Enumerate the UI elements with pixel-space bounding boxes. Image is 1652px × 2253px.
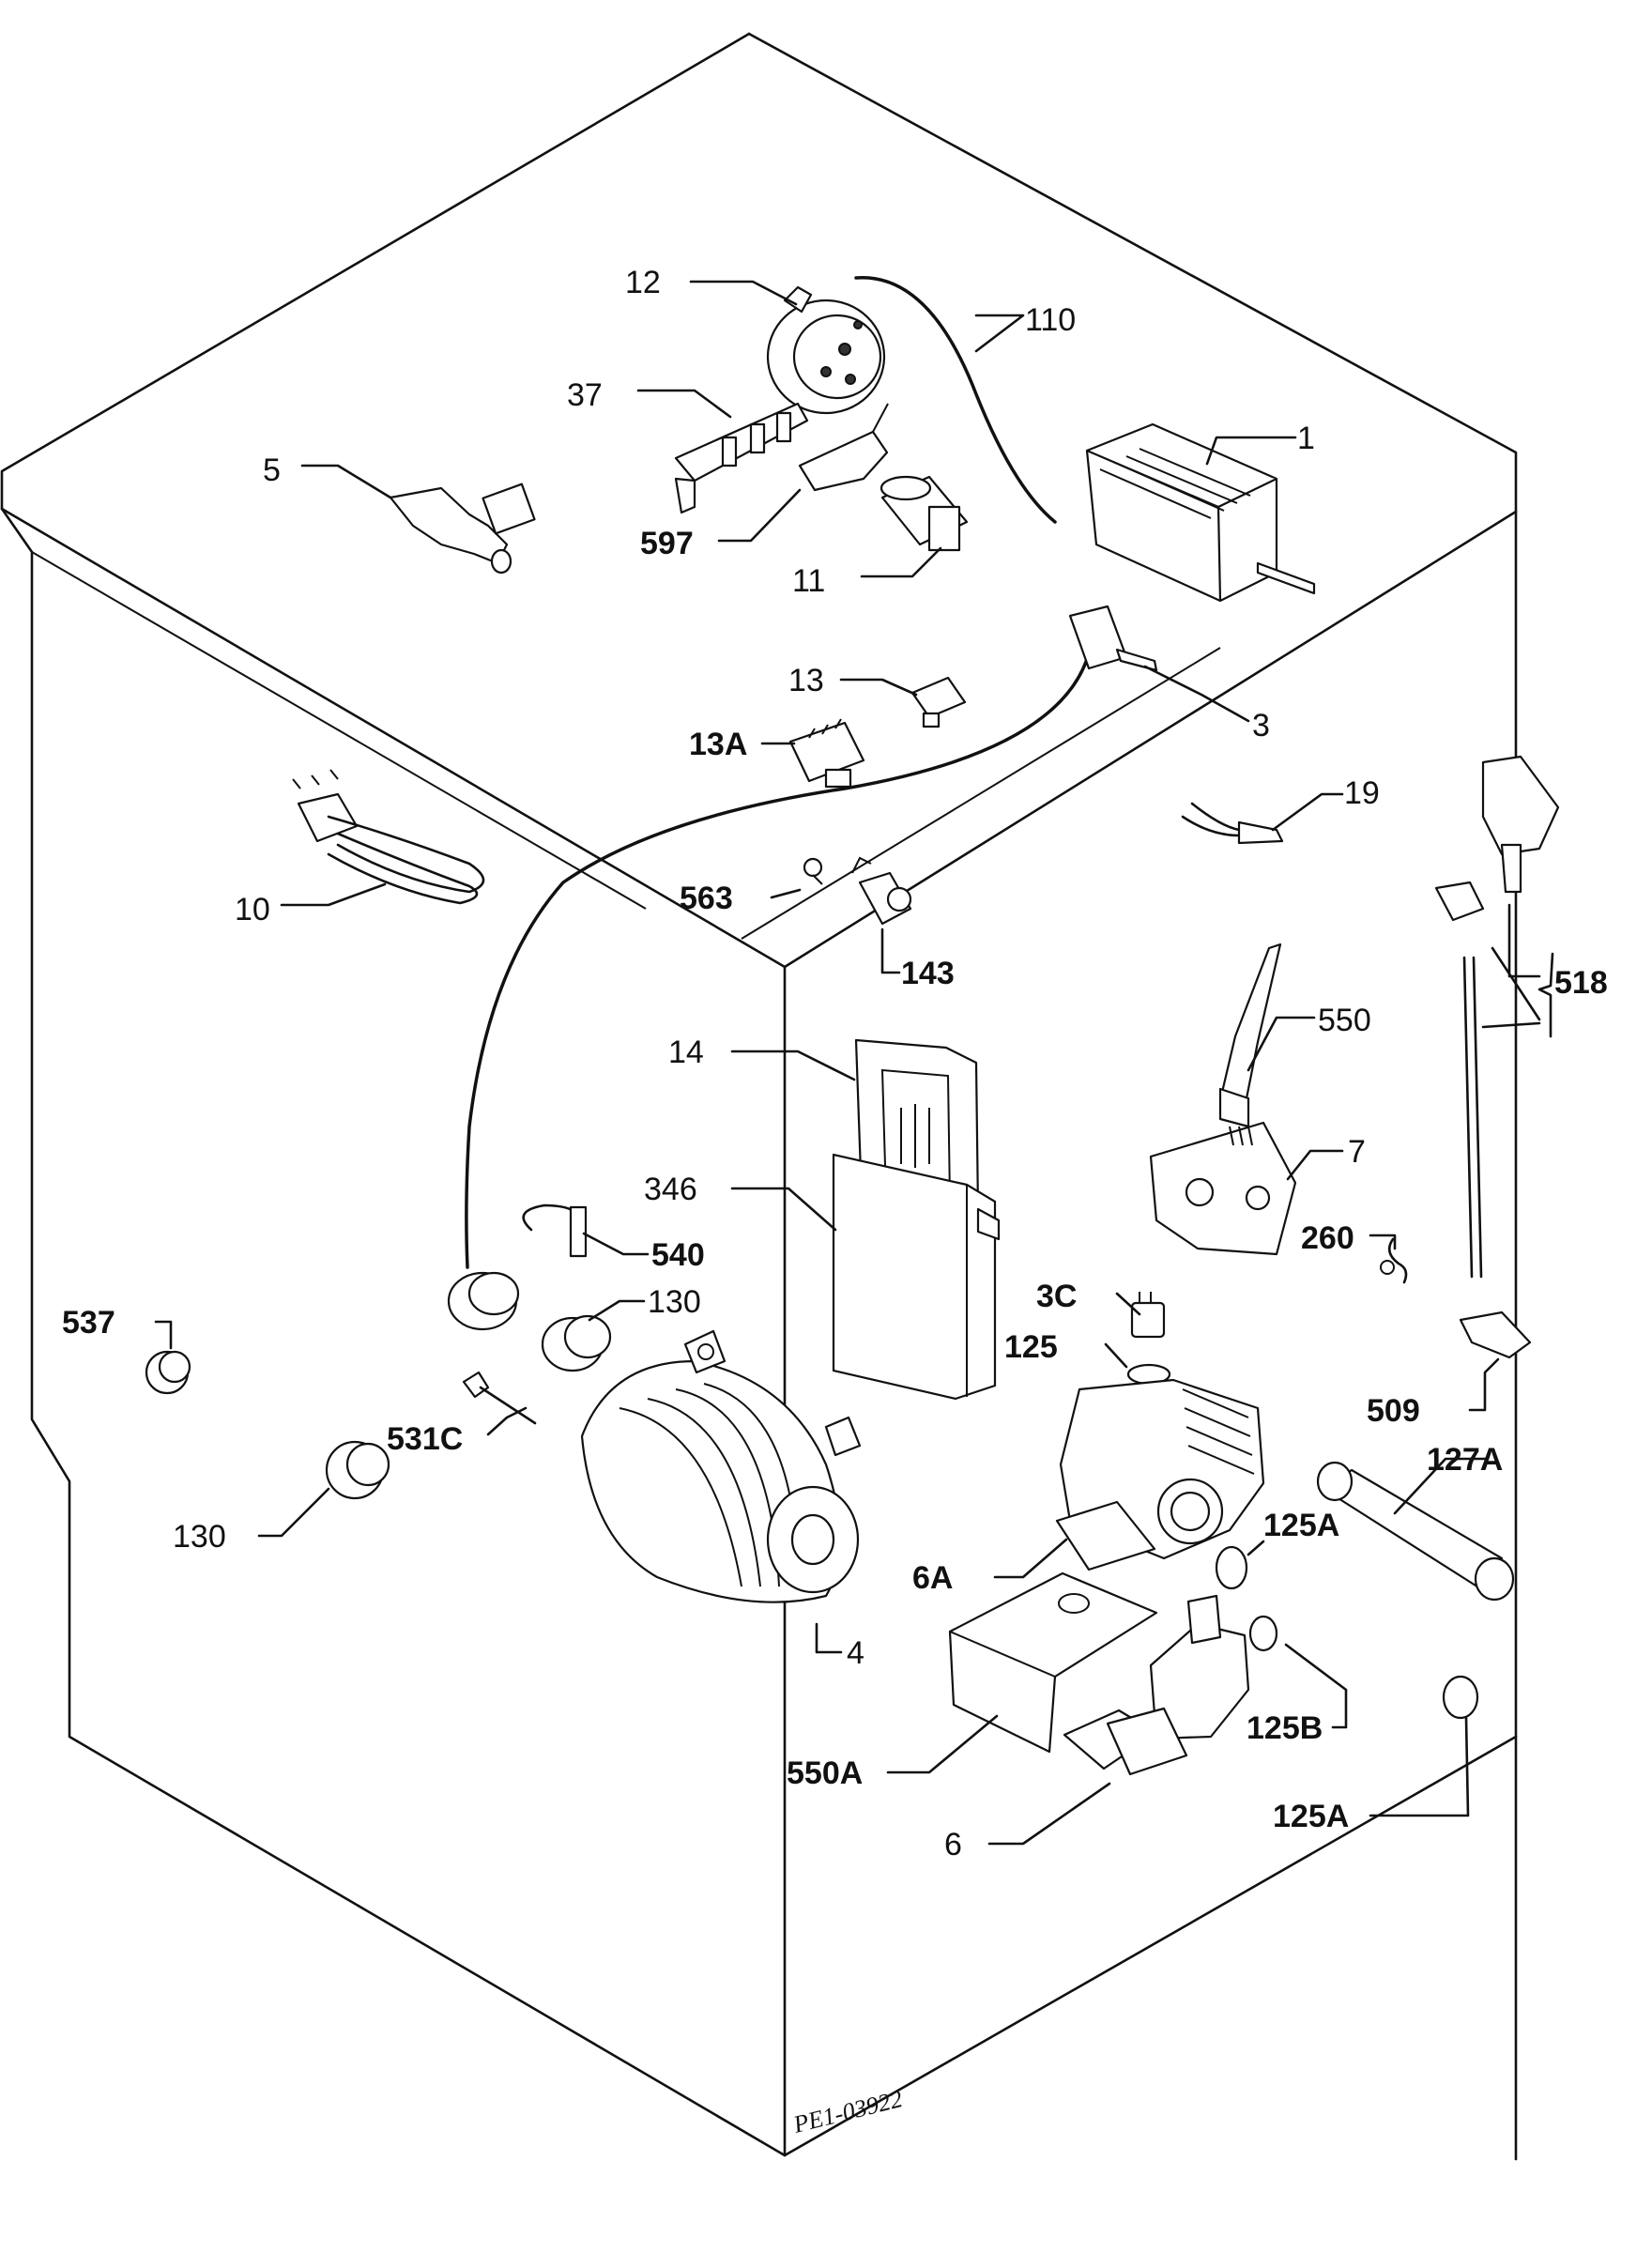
label-10: 10: [235, 892, 270, 927]
label-6a: 6A: [912, 1560, 953, 1596]
label-531c: 531C: [387, 1421, 463, 1457]
part-37-terminal-strip: [674, 402, 809, 514]
part-127a-pipe: [1316, 1461, 1515, 1602]
part-6-drain-pump: [1063, 1594, 1250, 1776]
drawing-reference: PE1-03922: [789, 2085, 905, 2138]
part-550a-cover: [948, 1571, 1158, 1754]
label-19: 19: [1344, 775, 1380, 811]
cabinet-outline: [0, 32, 1518, 2161]
label-6: 6: [944, 1827, 962, 1862]
part-12-pressure-switch: [766, 285, 886, 415]
wiring: [465, 276, 1091, 1269]
label-125: 125: [1004, 1329, 1058, 1365]
label-537: 537: [62, 1305, 115, 1341]
part-3c-sensor: [1130, 1292, 1166, 1339]
part-125b-seal: [1248, 1615, 1278, 1652]
part-260-spring: [1380, 1237, 1408, 1284]
part-labels: 12 37 5 110 1 597 11 3 13 13A 19 10 563 …: [62, 265, 1608, 1862]
label-597: 597: [640, 526, 694, 561]
label-130-upper: 130: [648, 1284, 701, 1320]
part-346-drawer-housing: [832, 1153, 1001, 1401]
part-19-sensor: [1181, 802, 1284, 845]
wire-harness: [465, 651, 1091, 1269]
label-3: 3: [1252, 708, 1270, 743]
part-5-inlet-valve: [389, 483, 536, 575]
label-143: 143: [901, 956, 955, 991]
label-550a: 550A: [787, 1755, 863, 1791]
label-540: 540: [651, 1237, 705, 1273]
label-130-lower: 130: [173, 1519, 226, 1555]
part-wire-end-grommet: [447, 1271, 520, 1331]
part-13-connector: [910, 676, 967, 728]
label-14: 14: [668, 1035, 704, 1070]
part-597-bracket: [798, 403, 889, 492]
leader-lines: [154, 280, 1554, 1846]
label-550: 550: [1318, 1003, 1371, 1038]
label-125a-upper: 125A: [1263, 1508, 1339, 1543]
label-7: 7: [1348, 1134, 1366, 1170]
label-260: 260: [1301, 1220, 1354, 1256]
part-509-latch: [1459, 1310, 1532, 1359]
label-3c: 3C: [1036, 1279, 1077, 1314]
part-7-lock-switch: [1149, 1121, 1297, 1256]
part-11-capacitor: [880, 475, 969, 552]
part-10-heating-element: [292, 769, 485, 905]
part-13a-connector: [788, 718, 865, 789]
part-550-lever: [1218, 943, 1282, 1128]
part-130-grommet-upper: [541, 1314, 612, 1372]
part-531c-bolt: [462, 1371, 537, 1425]
part-125a-seal-lower: [1442, 1675, 1479, 1720]
part-540-hose-clip: [522, 1203, 588, 1258]
label-1: 1: [1297, 421, 1315, 456]
part-143-selector: [851, 856, 912, 926]
part-6a-pump-housing: [1055, 1378, 1265, 1571]
label-127a: 127A: [1427, 1442, 1503, 1478]
label-4: 4: [847, 1635, 864, 1671]
part-518-door-lock: [1434, 755, 1560, 1279]
label-125a-lower: 125A: [1273, 1799, 1349, 1834]
label-110: 110: [1025, 302, 1076, 338]
part-537-cap: [145, 1350, 191, 1395]
label-13a: 13A: [689, 727, 747, 762]
part-125a-seal-upper: [1215, 1545, 1248, 1590]
label-346: 346: [644, 1172, 697, 1207]
part-4-motor: [580, 1329, 862, 1603]
part-563-screw: [803, 857, 823, 885]
label-12: 12: [625, 265, 661, 300]
label-518: 518: [1554, 965, 1608, 1001]
part-130-grommet-lower: [325, 1440, 390, 1500]
label-11: 11: [792, 563, 825, 599]
part-3-switch: [1068, 605, 1158, 672]
label-13: 13: [788, 663, 824, 698]
label-509: 509: [1367, 1393, 1420, 1429]
part-1-programmer: [1085, 422, 1316, 603]
pressure-hose-110: [854, 276, 1057, 524]
label-125b: 125B: [1247, 1710, 1323, 1746]
label-5: 5: [263, 452, 281, 488]
label-37: 37: [567, 377, 603, 413]
label-563: 563: [680, 881, 733, 916]
